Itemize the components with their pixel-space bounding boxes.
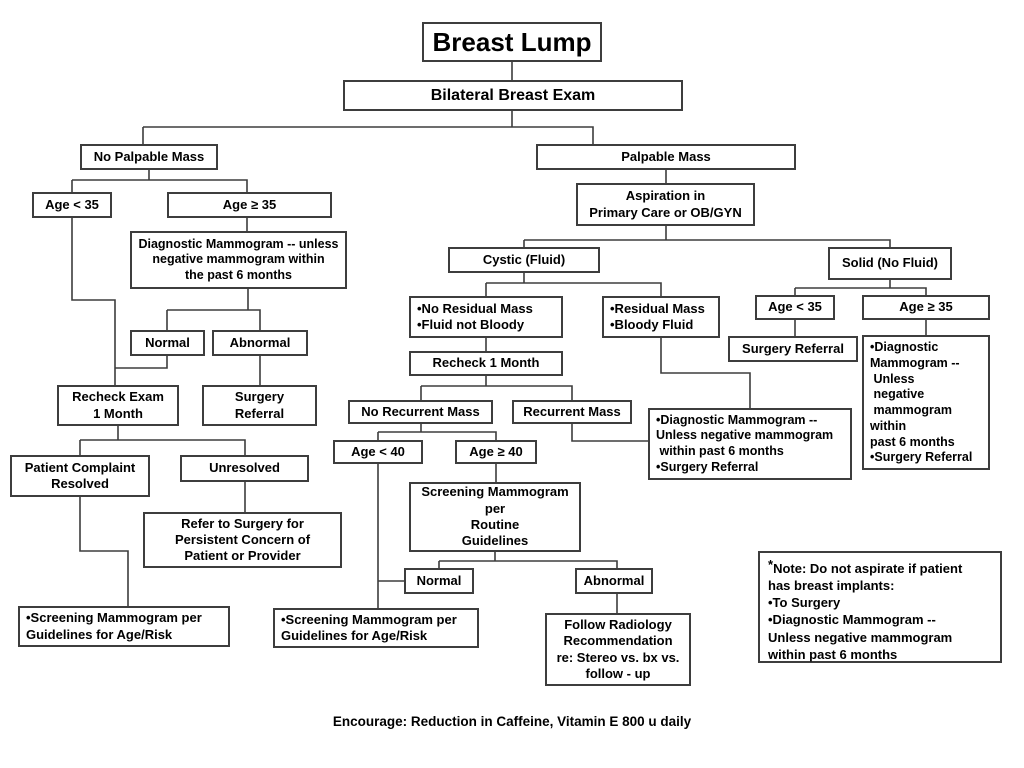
node-recheck-1-month: Recheck 1 Month	[409, 351, 563, 376]
node-abnormal-mid: Abnormal	[575, 568, 653, 594]
node-breast-lump: Breast Lump	[422, 22, 602, 62]
node-no-residual-mass: •No Residual Mass •Fluid not Bloody	[409, 296, 563, 338]
node-diagnostic-mammogram-right: •Diagnostic Mammogram -- Unless negative…	[862, 335, 990, 470]
node-age-ge-35-right: Age ≥ 35	[862, 295, 990, 320]
node-refer-to-surgery: Refer to Surgery for Persistent Concern …	[143, 512, 342, 568]
node-age-lt-35-right: Age < 35	[755, 295, 835, 320]
node-screening-mammogram-mid: •Screening Mammogram per Guidelines for …	[273, 608, 479, 648]
note-text: Note: Do not aspirate if patient has bre…	[768, 561, 963, 662]
node-no-palpable-mass: No Palpable Mass	[80, 144, 218, 170]
node-surgery-referral-right: Surgery Referral	[728, 336, 858, 362]
note-asterisk: *	[768, 556, 774, 572]
node-recheck-exam-1-month: Recheck Exam 1 Month	[57, 385, 179, 426]
node-age-lt-35-left: Age < 35	[32, 192, 112, 218]
node-residual-mass: •Residual Mass •Bloody Fluid	[602, 296, 720, 338]
node-note-implants: *Note: Do not aspirate if patient has br…	[758, 551, 1002, 663]
node-surgery-referral-left: Surgery Referral	[202, 385, 317, 426]
node-no-recurrent-mass: No Recurrent Mass	[348, 400, 493, 424]
node-abnormal-left: Abnormal	[212, 330, 308, 356]
node-palpable-mass: Palpable Mass	[536, 144, 796, 170]
node-unresolved: Unresolved	[180, 455, 309, 482]
node-normal-left: Normal	[130, 330, 205, 356]
node-screening-routine-guidelines: Screening Mammogram per Routine Guidelin…	[409, 482, 581, 552]
node-solid-no-fluid: Solid (No Fluid)	[828, 247, 952, 280]
node-screening-mammogram-left: •Screening Mammogram per Guidelines for …	[18, 606, 230, 647]
node-follow-radiology: Follow Radiology Recommendation re: Ster…	[545, 613, 691, 686]
node-age-lt-40: Age < 40	[333, 440, 423, 464]
encourage-caption: Encourage: Reduction in Caffeine, Vitami…	[332, 714, 692, 729]
node-age-ge-40: Age ≥ 40	[455, 440, 537, 464]
node-patient-complaint-resolved: Patient Complaint Resolved	[10, 455, 150, 497]
node-normal-mid: Normal	[404, 568, 474, 594]
node-cystic-fluid: Cystic (Fluid)	[448, 247, 600, 273]
node-aspiration: Aspiration in Primary Care or OB/GYN	[576, 183, 755, 226]
node-age-ge-35-left: Age ≥ 35	[167, 192, 332, 218]
node-diagnostic-mammogram-mid: •Diagnostic Mammogram -- Unless negative…	[648, 408, 852, 480]
node-recurrent-mass: Recurrent Mass	[512, 400, 632, 424]
node-diagnostic-mammogram-left: Diagnostic Mammogram -- unless negative …	[130, 231, 347, 289]
node-bilateral-breast-exam: Bilateral Breast Exam	[343, 80, 683, 111]
